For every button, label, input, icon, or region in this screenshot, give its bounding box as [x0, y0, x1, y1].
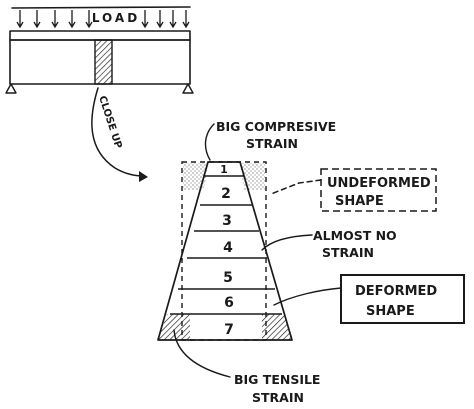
load-label: LOAD	[92, 11, 140, 25]
layer-number-7: 7	[224, 322, 234, 338]
layer-number-2: 2	[221, 186, 231, 202]
undeformed-shape-box	[320, 168, 437, 212]
tension-zone-left	[158, 314, 190, 340]
layer-number-6: 6	[224, 295, 234, 311]
deformed-shape-annotation: DEFORMED SHAPE	[273, 274, 465, 324]
tensile-leader-line	[173, 329, 231, 378]
right-support	[182, 83, 194, 94]
big-tensile-strain-annotation: BIG TENSILE STRAIN	[173, 329, 320, 405]
load-arrows	[16, 10, 190, 29]
layer-number-3: 3	[222, 213, 232, 229]
undeformed-shape-line1: UNDEFORMED	[327, 176, 431, 191]
deformed-outline	[157, 161, 293, 341]
big-compressive-strain-line2: STRAIN	[246, 136, 298, 151]
deformed-leader-line	[273, 287, 342, 306]
close-up-label: CLOSE UP	[96, 95, 123, 151]
layer-number-5: 5	[223, 270, 233, 286]
big-tensile-strain-line1: BIG TENSILE	[234, 372, 320, 387]
beam	[5, 30, 194, 94]
big-compressive-strain-annotation: BIG COMPRESIVE STRAIN	[204, 119, 336, 161]
almost-no-strain-line2: STRAIN	[322, 245, 374, 260]
layer-number-1: 1	[220, 163, 228, 176]
almost-no-strain-line1: ALMOST NO	[313, 228, 397, 243]
left-support	[5, 83, 17, 94]
layer-numbers: 1 2 3 4 5 6 7	[220, 163, 234, 338]
close-up-arrow: CLOSE UP	[91, 87, 148, 182]
layer-dividers	[170, 175, 282, 315]
undeformed-leader-line	[270, 179, 322, 195]
almost-no-strain-annotation: ALMOST NO STRAIN	[261, 228, 397, 260]
big-tensile-strain-line2: STRAIN	[252, 390, 304, 405]
deformed-shape-box	[340, 274, 465, 324]
close-up-section	[94, 39, 113, 85]
tension-zone-right	[262, 314, 293, 340]
almost-no-strain-leader-line	[261, 234, 313, 251]
deformed-shape-line2: SHAPE	[366, 304, 415, 319]
layer-number-4: 4	[223, 240, 233, 256]
undeformed-shape-line2: SHAPE	[335, 194, 384, 209]
deformed-shape-line1: DEFORMED	[355, 284, 437, 299]
distributed-load: LOAD	[11, 6, 191, 29]
big-compressive-strain-line1: BIG COMPRESIVE	[216, 119, 336, 134]
close-up-section-detail: 1 2 3 4 5 6 7	[157, 161, 293, 341]
undeformed-shape-annotation: UNDEFORMED SHAPE	[270, 168, 437, 212]
compressive-leader-line	[204, 123, 215, 161]
